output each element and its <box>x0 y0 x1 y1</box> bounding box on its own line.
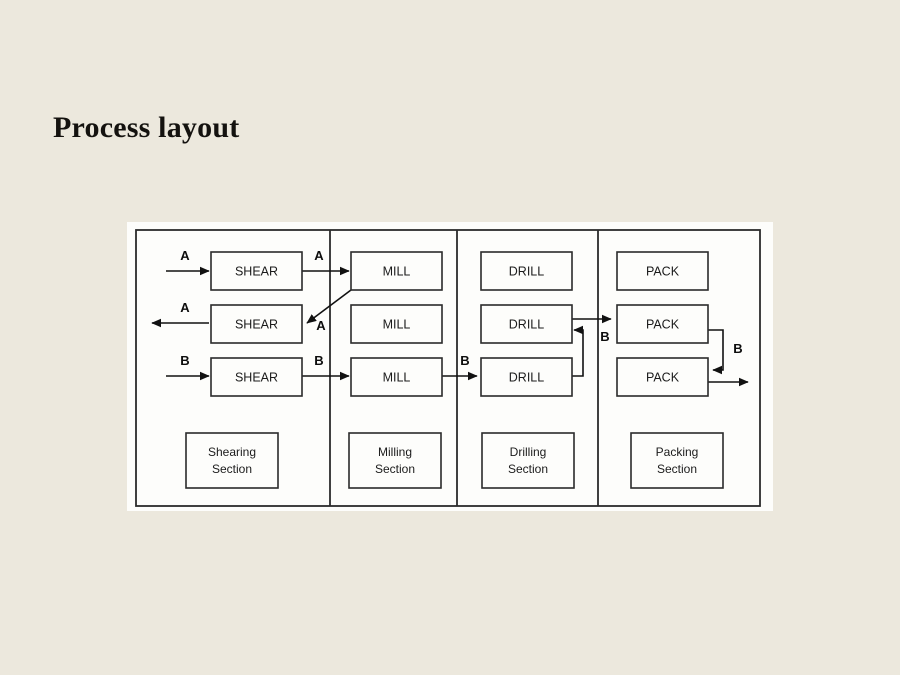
node-shear-3[interactable] <box>210 357 303 397</box>
node-drill-1[interactable] <box>480 251 573 291</box>
node-mill-2[interactable] <box>350 304 443 344</box>
connector-drill3-to-drill2 <box>571 325 584 377</box>
node-shear-1-label: SHEAR <box>235 264 278 278</box>
section-box-packing[interactable] <box>630 432 724 489</box>
node-pack-1[interactable] <box>616 251 709 291</box>
section-packing-line1: Packing <box>656 445 699 459</box>
flow-label-a-output: A <box>180 300 190 315</box>
section-shearing-line2: Section <box>212 462 252 476</box>
node-mill-1-label: MILL <box>383 264 411 278</box>
node-mill-2-label: MILL <box>383 317 411 331</box>
flow-label-b-shear-to-mill: B <box>314 353 323 368</box>
section-shearing-line1: Shearing <box>208 445 256 459</box>
connector-mill1-to-shear2-diagonal <box>306 289 352 324</box>
section-drilling-line1: Drilling <box>510 445 547 459</box>
diagram-frame <box>135 229 761 507</box>
flow-label-b-drill-to-pack: B <box>600 329 609 344</box>
node-shear-2[interactable] <box>210 304 303 344</box>
section-box-drilling[interactable] <box>481 432 575 489</box>
node-pack-2-label: PACK <box>646 317 680 331</box>
section-drilling-line2: Section <box>508 462 548 476</box>
flow-label-a-input: A <box>180 248 190 263</box>
node-pack-2[interactable] <box>616 304 709 344</box>
node-mill-3-label: MILL <box>383 370 411 384</box>
section-box-shearing[interactable] <box>185 432 279 489</box>
connector-pack2-to-pack3 <box>708 329 724 375</box>
node-mill-3[interactable] <box>350 357 443 397</box>
section-box-milling[interactable] <box>348 432 442 489</box>
node-drill-2-label: DRILL <box>509 317 544 331</box>
node-pack-3[interactable] <box>616 357 709 397</box>
process-layout-diagram: SHEAR SHEAR SHEAR MILL MILL MILL DRILL D… <box>127 222 773 511</box>
flow-label-a-shear-to-mill: A <box>314 248 324 263</box>
section-packing-line2: Section <box>657 462 697 476</box>
node-drill-3-label: DRILL <box>509 370 544 384</box>
flow-label-b-mill-to-drill: B <box>460 353 469 368</box>
node-pack-1-label: PACK <box>646 264 680 278</box>
node-drill-3[interactable] <box>480 357 573 397</box>
flow-label-a-mill-to-shear: A <box>316 318 326 333</box>
diagram-svg: SHEAR SHEAR SHEAR MILL MILL MILL DRILL D… <box>135 229 761 507</box>
flow-label-b-pack-to-pack: B <box>733 341 742 356</box>
section-milling-line1: Milling <box>378 445 412 459</box>
node-pack-3-label: PACK <box>646 370 680 384</box>
node-drill-2[interactable] <box>480 304 573 344</box>
page-title: Process layout <box>53 111 240 144</box>
node-shear-3-label: SHEAR <box>235 370 278 384</box>
node-shear-2-label: SHEAR <box>235 317 278 331</box>
node-drill-1-label: DRILL <box>509 264 544 278</box>
node-mill-1[interactable] <box>350 251 443 291</box>
section-milling-line2: Section <box>375 462 415 476</box>
flow-label-b-input: B <box>180 353 189 368</box>
node-shear-1[interactable] <box>210 251 303 291</box>
